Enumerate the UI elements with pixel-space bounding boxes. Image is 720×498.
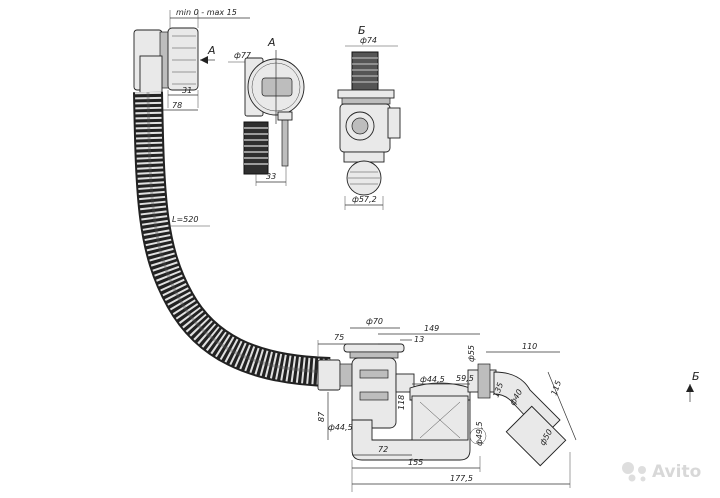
view-a-title: А <box>267 36 276 49</box>
dim-75: 75 <box>334 333 344 342</box>
corrugated-hose <box>133 91 331 387</box>
view-arrow-b-label: Б <box>692 370 700 383</box>
dim-59: 59,5 <box>456 374 474 383</box>
dim-length: L=520 <box>172 215 198 224</box>
dim-149: 149 <box>424 324 439 333</box>
assembly-dimensions: 75 ф70 149 13 ф55 110 ф44,5 59,5 135 ф40… <box>317 317 577 492</box>
overflow-head <box>133 27 199 97</box>
dim-118: 118 <box>397 395 406 410</box>
view-b: Б ф74 ф57,2 <box>337 24 401 210</box>
dim-72: 72 <box>378 445 388 454</box>
dim-115: 115 <box>549 379 563 396</box>
dim-177: 177,5 <box>450 474 473 483</box>
dim-78: 78 <box>172 101 182 110</box>
view-arrow-b: Б <box>686 370 700 402</box>
dim-phi77: ф77 <box>234 51 252 60</box>
dim-phi57: ф57,2 <box>352 195 377 204</box>
avito-label: Avito <box>652 462 701 482</box>
dim-phi74: ф74 <box>360 36 377 45</box>
avito-dots-icon <box>622 462 646 482</box>
dim-phi44-bot: ф44,5 <box>328 423 353 432</box>
main-assembly <box>317 343 567 467</box>
dim-110: 110 <box>522 342 537 351</box>
dim-33: 33 <box>266 172 276 181</box>
dim-87: 87 <box>317 411 326 422</box>
dim-phi55: ф55 <box>467 345 476 362</box>
view-a: А ф77 33 <box>228 36 305 186</box>
hose-length: L=520 <box>168 215 210 227</box>
dim-phi49: ф49,5 <box>475 421 484 446</box>
dim-min-max: min 0 - max 15 <box>176 8 237 17</box>
view-arrow-a-label: A <box>207 44 216 57</box>
view-b-title: Б <box>358 24 366 37</box>
dim-phi70: ф70 <box>366 317 383 326</box>
avito-watermark: Avito <box>622 462 701 482</box>
dim-31: 31 <box>182 86 192 95</box>
dim-phi44-top: ф44,5 <box>420 375 445 384</box>
view-arrow-a: A <box>200 44 216 64</box>
dim-13: 13 <box>414 335 424 344</box>
dim-155: 155 <box>408 458 423 467</box>
